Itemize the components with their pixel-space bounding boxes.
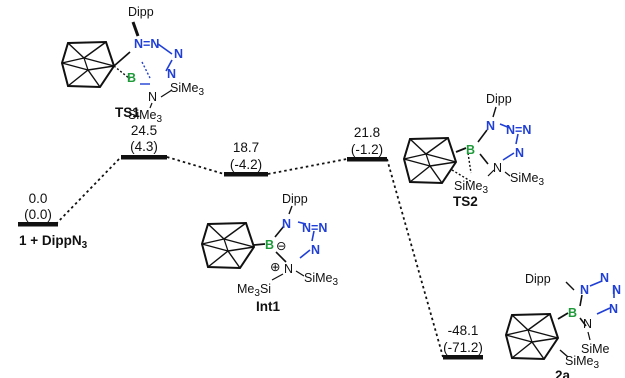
int1-sime3: SiMe3 [304, 271, 338, 288]
structure-ts1: Dipp N=N N N B N SiMe3 SiMe3 TS1 [61, 5, 204, 125]
int1-n4: N [311, 243, 320, 257]
2a-boron: B [568, 306, 577, 320]
ts2-dipp: Dipp [486, 92, 512, 106]
energy-corrected-ts1: (4.3) [130, 139, 158, 154]
2a-sime: SiMe [581, 342, 610, 356]
int1-n-amine: N [284, 262, 293, 276]
ts2-label: TS2 [453, 194, 478, 209]
path-ts2-2a [386, 158, 444, 358]
int1-minus: ⊖ [276, 239, 286, 253]
path-int1-ts2 [267, 158, 348, 175]
ts2-sime3-a: SiMe3 [510, 171, 544, 188]
ts1-n-amine: N [148, 90, 157, 104]
energy-value-int1: 18.7 [233, 140, 259, 155]
energy-corrected-1: (0.0) [24, 207, 52, 222]
structure-int1: Dipp N N=N N B ⊖ ⊕ N SiMe3 Me3Si Int1 [201, 192, 338, 314]
ts1-boron: B [127, 71, 136, 85]
level-bar-ts2 [347, 157, 387, 162]
ts2-n4: N [515, 146, 524, 160]
label-reactant: 1 + DippN3 [19, 233, 88, 251]
int1-label: Int1 [256, 299, 280, 314]
level-bar-1 [18, 222, 58, 227]
ts1-sime3-b: SiMe3 [128, 108, 162, 125]
energy-corrected-int1: (-4.2) [230, 157, 262, 172]
energy-labels: 0.0 (0.0) 24.5 (4.3) 18.7 (-4.2) 21.8 (-… [24, 123, 483, 355]
int1-n1: N [282, 217, 291, 231]
2a-sime3: SiMe3 [565, 354, 599, 371]
int1-plus: ⊕ [270, 260, 280, 274]
int1-n-n: N=N [302, 221, 327, 235]
ts2-n-amine: N [493, 161, 502, 175]
energy-corrected-2a: (-71.2) [443, 340, 483, 355]
energy-levels [18, 155, 483, 360]
2a-n2: N [600, 271, 609, 285]
level-bar-ts1 [121, 155, 167, 160]
ts2-sime3-b: SiMe3 [454, 179, 488, 196]
2a-n1: N [580, 283, 589, 297]
2a-n-amine: N [583, 317, 592, 331]
energy-value-2a: -48.1 [448, 323, 479, 338]
energy-value-ts2: 21.8 [354, 125, 380, 140]
ts1-n4: N [167, 67, 176, 81]
int1-boron: B [265, 238, 274, 252]
ts1-n3: N [174, 47, 183, 61]
ts1-n-n: N=N [134, 37, 159, 51]
ts2-n1: N [486, 119, 495, 133]
level-bar-int1 [224, 172, 268, 177]
2a-n4: N [609, 302, 618, 316]
2a-n3: N [612, 283, 621, 297]
ts1-label: TS1 [115, 105, 140, 120]
2a-dipp: Dipp [525, 272, 551, 286]
energy-value-ts1: 24.5 [131, 123, 157, 138]
energy-value-1: 0.0 [29, 191, 48, 206]
structure-ts2: Dipp N N=N N B N SiMe3 SiMe3 TS2 [403, 92, 544, 209]
path-ts1-int1 [166, 156, 225, 175]
path-r-ts1 [55, 156, 122, 225]
int1-dipp: Dipp [282, 192, 308, 206]
reaction-path [55, 156, 444, 358]
structure-2a: Dipp N N N N B N SiMe SiMe3 2a [505, 271, 621, 378]
ts1-dipp: Dipp [128, 5, 154, 19]
int1-me3si: Me3Si [237, 282, 271, 299]
ts2-n-n: N=N [506, 123, 531, 137]
ts2-boron: B [466, 143, 475, 157]
level-bar-2a [443, 355, 483, 360]
ts1-sime3-a: SiMe3 [170, 81, 204, 98]
2a-label: 2a [555, 368, 571, 378]
energy-corrected-ts2: (-1.2) [351, 142, 383, 157]
